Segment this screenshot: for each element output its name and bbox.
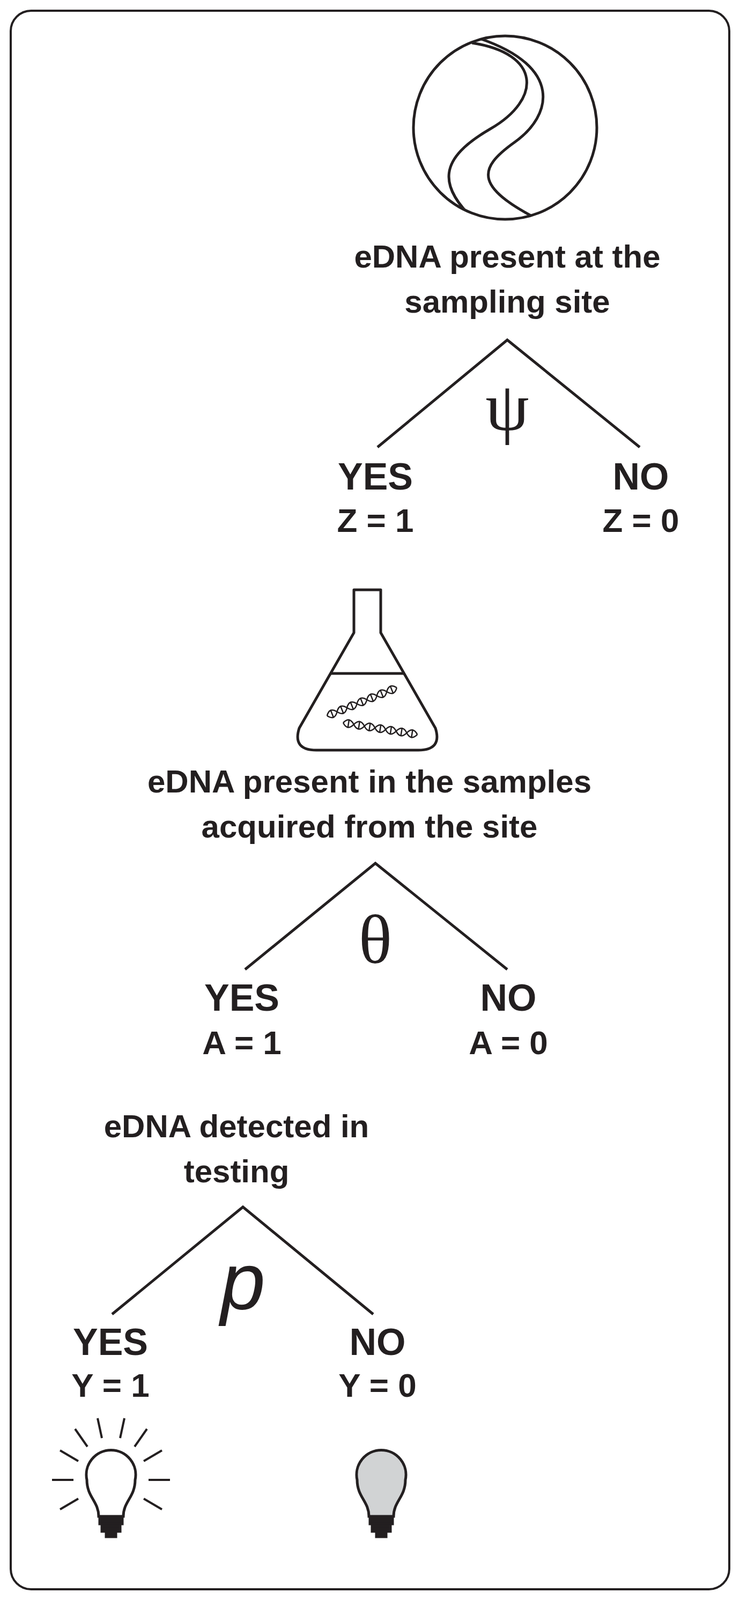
branch-outcome: NO xyxy=(612,456,670,498)
state-value: Y = 0 xyxy=(338,1367,417,1404)
detection-heading: eDNA detected in testing xyxy=(97,1104,376,1195)
parameter-symbol: θ xyxy=(358,901,392,979)
parameter-symbol: ψ xyxy=(485,368,529,446)
branch-outcome: YES xyxy=(204,977,280,1019)
branch-outcome: NO xyxy=(349,1321,406,1364)
state-value: Z = 0 xyxy=(602,502,679,539)
branch-outcome: NO xyxy=(480,977,537,1019)
unlit-bulb-icon xyxy=(356,1449,406,1537)
river-icon xyxy=(413,35,597,226)
state-value: A = 0 xyxy=(468,1024,549,1062)
outer-frame xyxy=(10,10,730,1590)
branch-outcome: YES xyxy=(72,1321,148,1364)
state-value: Z = 1 xyxy=(336,502,414,539)
site-heading: eDNA present at the sampling site xyxy=(341,234,674,325)
state-value: Y = 1 xyxy=(71,1367,150,1404)
sample-heading: eDNA present in the samples acquired fro… xyxy=(101,759,638,850)
flask-icon xyxy=(297,589,438,751)
lit-bulb-icon xyxy=(52,1418,170,1537)
state-value: A = 1 xyxy=(202,1024,282,1062)
parameter-symbol: p xyxy=(220,1237,265,1327)
branch-outcome: YES xyxy=(337,456,413,498)
